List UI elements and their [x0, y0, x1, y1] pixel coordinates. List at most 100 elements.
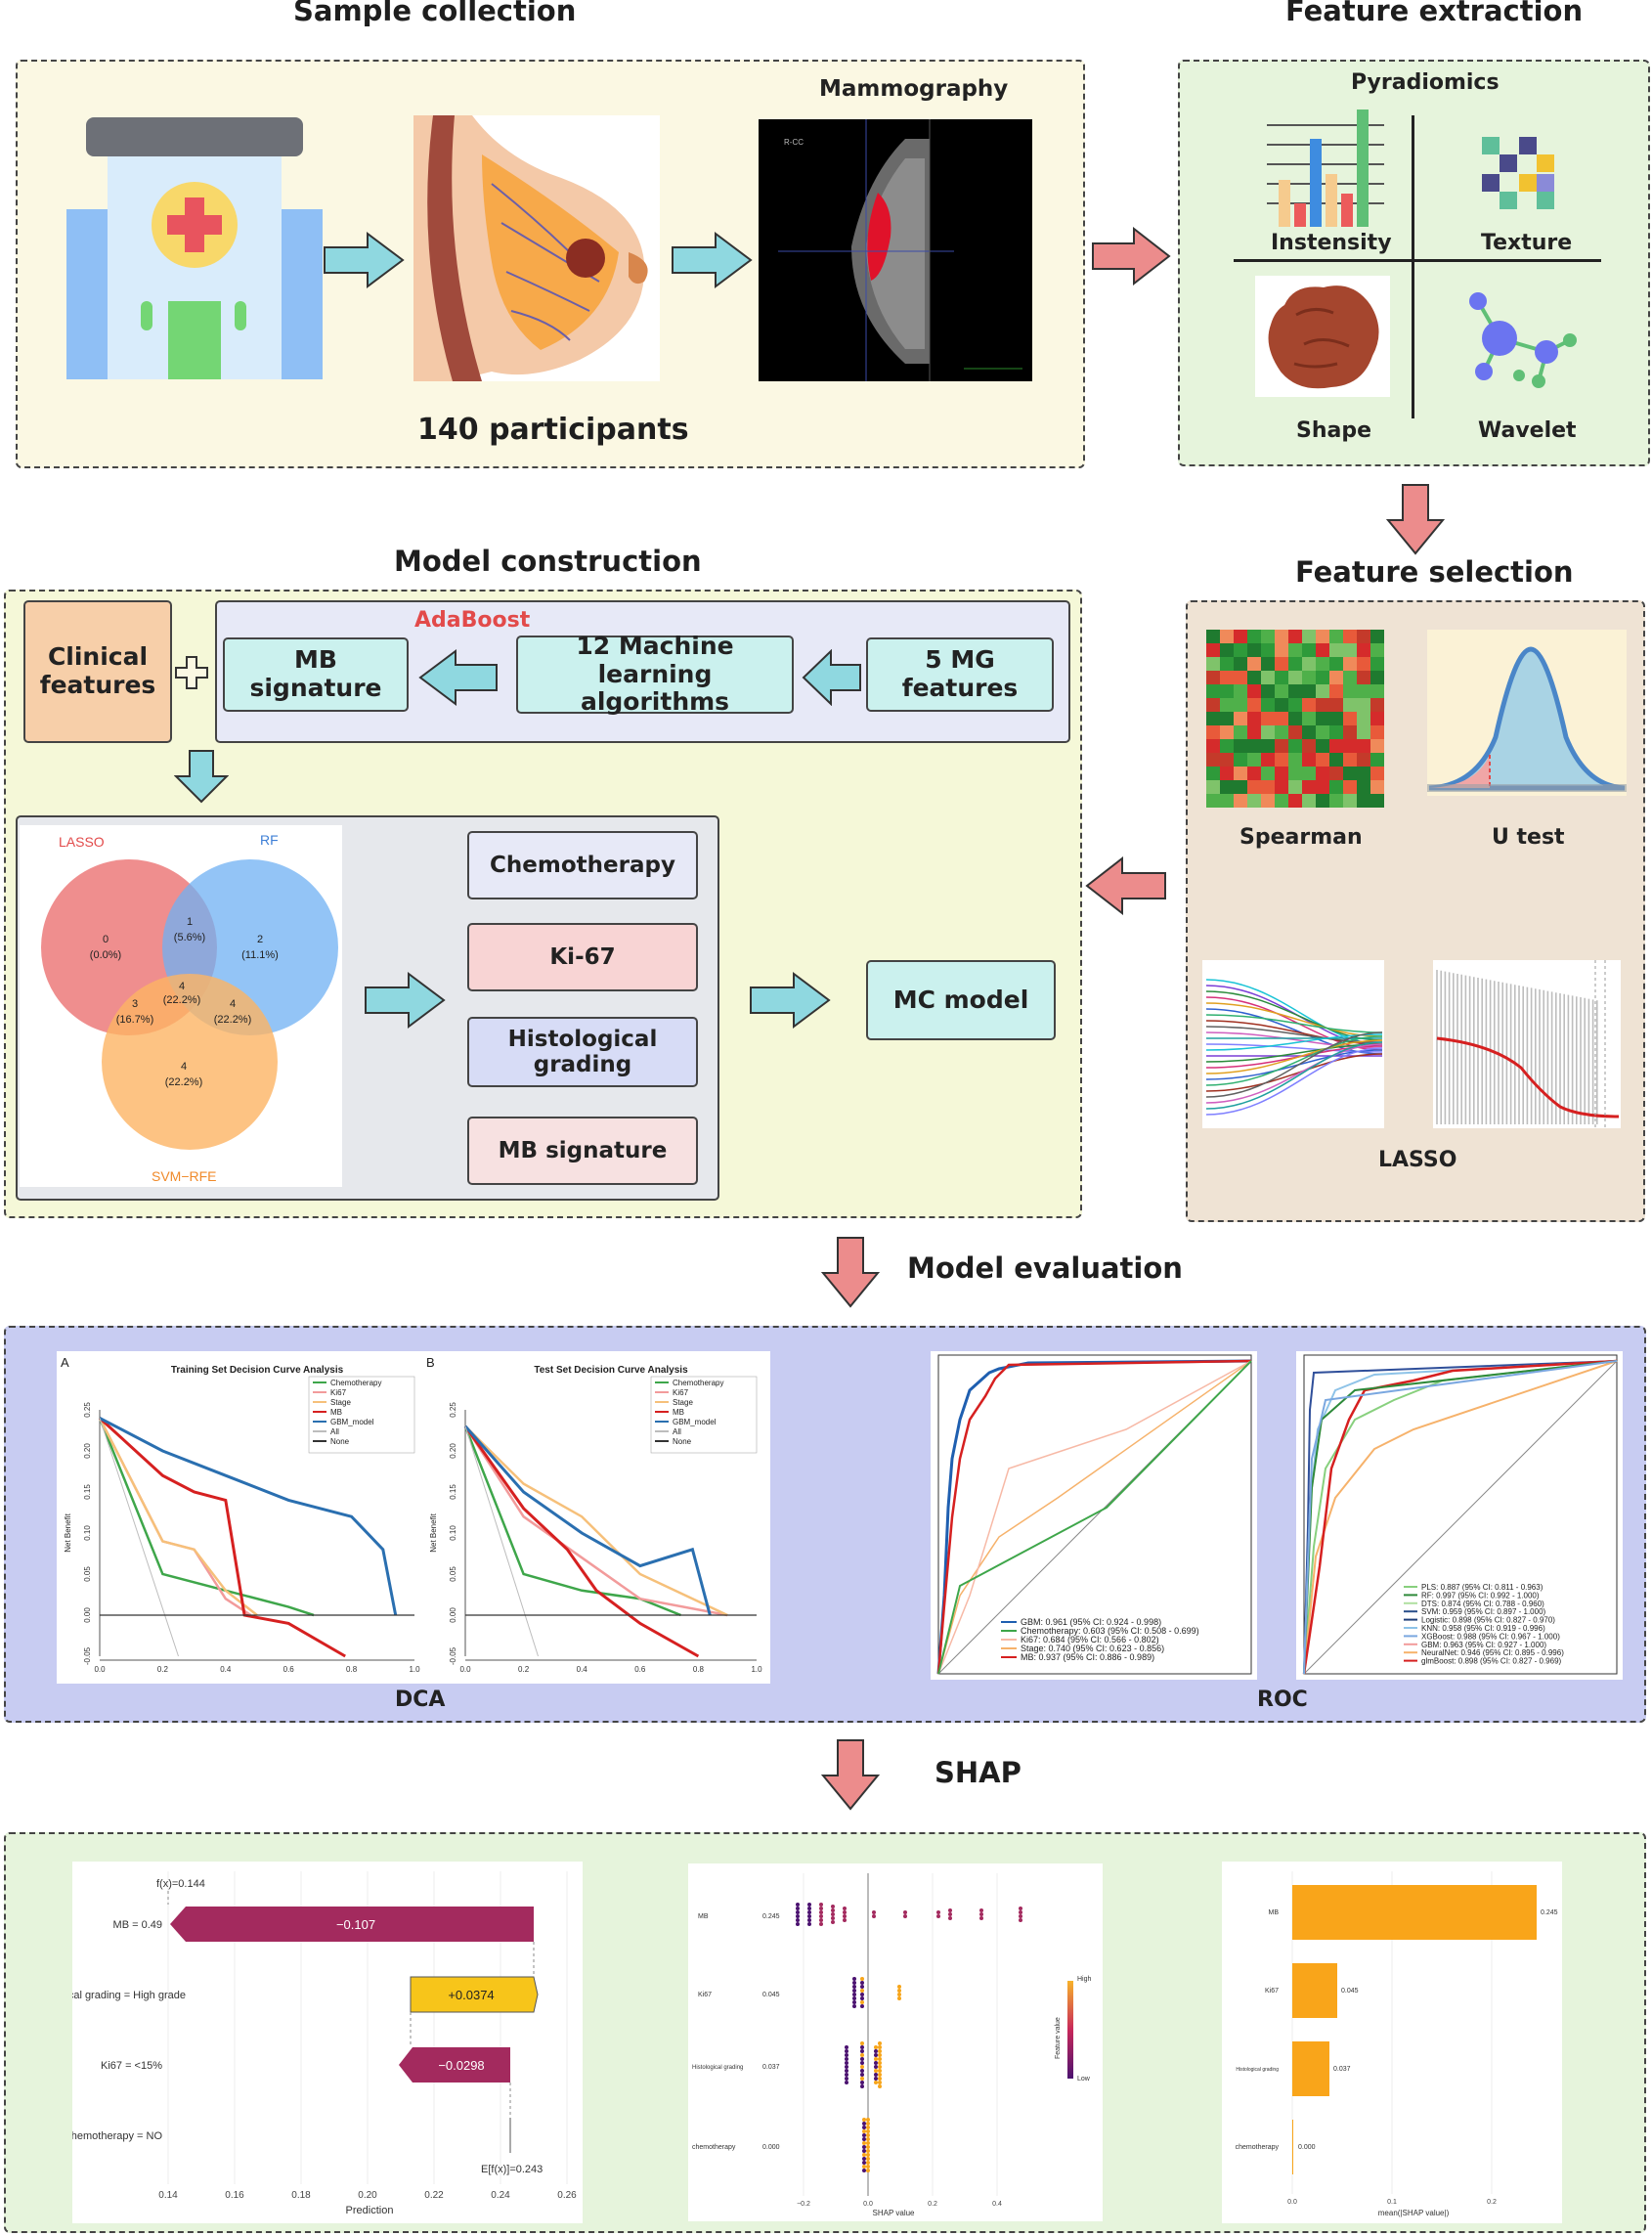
beeswarm-dot — [796, 1918, 800, 1922]
beeswarm-dot — [831, 1916, 835, 1920]
beeswarm-dot — [878, 2073, 882, 2077]
quadrant-divider-h — [1234, 259, 1601, 262]
heatmap-cell — [1343, 657, 1357, 671]
heatmap-cell — [1234, 753, 1247, 767]
header-feature-selection: Feature selection — [1295, 555, 1574, 589]
heatmap-cell — [1247, 698, 1261, 712]
svg-text:0.14: 0.14 — [158, 2190, 178, 2201]
quadrant-label-texture: Texture — [1481, 231, 1573, 255]
hospital-icon — [66, 117, 323, 379]
beeswarm-dot — [874, 2061, 878, 2065]
beeswarm-feature: Ki67 — [698, 1992, 712, 1998]
waterfall-value: −0.0298 — [438, 2058, 484, 2073]
heatmap-cell — [1288, 630, 1302, 643]
heatmap-cell — [1343, 712, 1357, 725]
roc-legend-label: GBM: 0.963 (95% CI: 0.927 - 1.000) — [1421, 1641, 1546, 1649]
lasso-path-plot — [1202, 960, 1384, 1128]
heatmap-cell — [1302, 767, 1316, 780]
beeswarm-dot — [852, 1981, 856, 1985]
heatmap-cell — [1275, 780, 1288, 794]
dca-ylabel: Net Benefit — [64, 1513, 72, 1552]
beeswarm-dot — [862, 2149, 866, 2153]
dca-y-tick: 0.20 — [449, 1443, 457, 1459]
beeswarm-dot — [878, 2053, 882, 2057]
dca-legend-label: Ki67 — [330, 1388, 347, 1397]
beeswarm-dot — [860, 2057, 864, 2061]
heatmap-cell — [1234, 767, 1247, 780]
roc-chart-single-models: GBM: 0.961 (95% CI: 0.924 - 0.998)Chemot… — [931, 1351, 1257, 1680]
heatmap-cell — [1316, 684, 1329, 698]
svg-text:0.2: 0.2 — [1487, 2199, 1497, 2206]
heatmap-cell — [1247, 684, 1261, 698]
heatmap-cell — [1357, 657, 1370, 671]
heatmap-cell — [1370, 753, 1384, 767]
waterfall-row-label: Ki67 = <15% — [101, 2060, 162, 2072]
wavelet-molecule-icon — [1469, 292, 1577, 388]
intensity-bars-icon — [1267, 110, 1384, 227]
heatmap-cell — [1234, 657, 1247, 671]
beeswarm-dot — [878, 2084, 882, 2088]
arrow-right-icon — [365, 972, 446, 1029]
quadrant-label-shape: Shape — [1296, 418, 1372, 443]
heatmap-cell — [1329, 698, 1343, 712]
arrow-left-icon — [418, 649, 498, 706]
beeswarm-dot — [874, 2049, 878, 2053]
heatmap-cell — [1343, 698, 1357, 712]
beeswarm-dot — [862, 2137, 866, 2141]
roc-legend-label: glmBoost: 0.898 (95% CI: 0.827 - 0.969) — [1421, 1657, 1562, 1666]
heatmap-cell — [1343, 780, 1357, 794]
dca-panel-label: B — [426, 1355, 435, 1370]
header-model-evaluation: Model evaluation — [907, 1251, 1183, 1285]
dca-x-tick: 0.4 — [220, 1665, 232, 1674]
beeswarm-dot — [852, 2000, 856, 2004]
beeswarm-value: 0.000 — [762, 2144, 780, 2151]
heatmap-cell — [1316, 698, 1329, 712]
heatmap-cell — [1343, 643, 1357, 657]
heatmap-cell — [1220, 739, 1234, 753]
beeswarm-dot — [807, 1922, 811, 1926]
beeswarm-dot — [860, 2053, 864, 2057]
heatmap-cell — [1370, 794, 1384, 808]
heatmap-cell — [1234, 643, 1247, 657]
heatmap-cell — [1206, 739, 1220, 753]
bar-feature: chemotherapy — [1236, 2144, 1280, 2151]
dca-y-tick: -0.05 — [449, 1646, 457, 1665]
heatmap-cell — [1316, 794, 1329, 808]
heatmap-cell — [1370, 684, 1384, 698]
beeswarm-dot — [866, 2165, 870, 2169]
roc-label: ROC — [1257, 1688, 1308, 1712]
beeswarm-dot — [872, 1914, 876, 1918]
svg-text:0.22: 0.22 — [424, 2190, 444, 2201]
heatmap-cell — [1206, 767, 1220, 780]
beeswarm-dot — [862, 2126, 866, 2129]
heatmap-cell — [1316, 767, 1329, 780]
beeswarm-dot — [866, 2122, 870, 2126]
heatmap-cell — [1288, 712, 1302, 725]
dca-y-tick: 0.05 — [449, 1566, 457, 1582]
heatmap-cell — [1316, 725, 1329, 739]
beeswarm-dot — [860, 1996, 864, 2000]
mc-model-box: MC model — [866, 960, 1056, 1040]
heatmap-cell — [1302, 739, 1316, 753]
beeswarm-dot — [860, 2084, 864, 2088]
dca-y-tick: -0.05 — [83, 1646, 92, 1665]
heatmap-cell — [1302, 671, 1316, 684]
bar-feature: MB — [1269, 1909, 1280, 1916]
heatmap-cell — [1275, 767, 1288, 780]
shap-waterfall-plot: f(x)=0.144 E[f(x)]=0.243 MB = 0.49 Histo… — [72, 1862, 583, 2223]
beeswarm-dot — [862, 2133, 866, 2137]
beeswarm-dot — [845, 2073, 848, 2077]
heatmap-cell — [1329, 739, 1343, 753]
heatmap-cell — [1234, 698, 1247, 712]
waterfall-efx: E[f(x)]=0.243 — [481, 2164, 543, 2175]
beeswarm-dot — [936, 1910, 940, 1914]
beeswarm-dot — [862, 2118, 866, 2122]
heatmap-cell — [1220, 712, 1234, 725]
heatmap-cell — [1261, 657, 1275, 671]
heatmap-cell — [1261, 767, 1275, 780]
beeswarm-dot — [852, 1996, 856, 2000]
heatmap-cell — [1234, 725, 1247, 739]
heatmap-cell — [1329, 643, 1343, 657]
heatmap-cell — [1247, 794, 1261, 808]
breast-illustration — [413, 115, 660, 381]
